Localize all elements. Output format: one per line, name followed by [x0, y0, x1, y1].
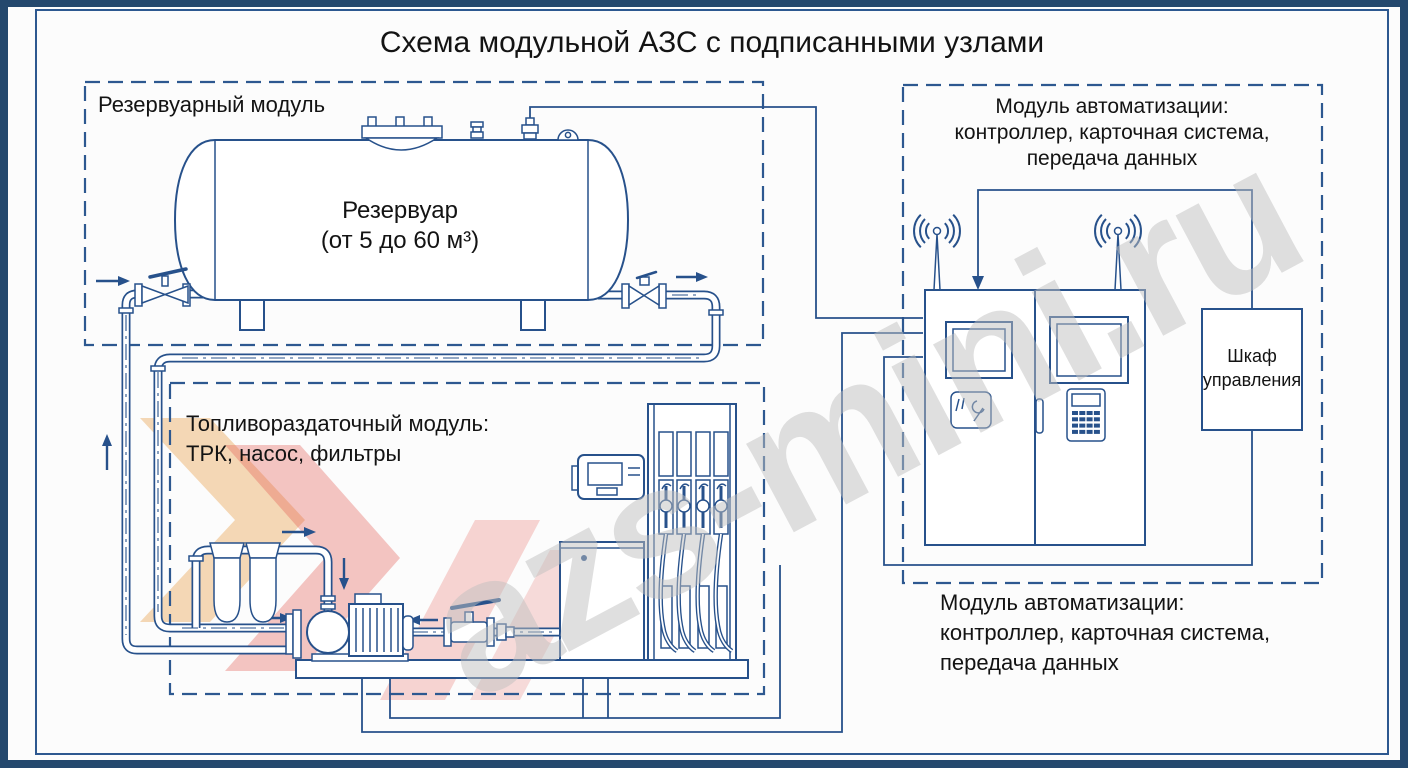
- fuel-module-label-line2: ТРК, насос, фильтры: [186, 441, 401, 466]
- tank-label-line1: Резервуар: [342, 197, 458, 224]
- lifting-lug-icon: [557, 129, 579, 141]
- nozzle-icon: [677, 483, 691, 528]
- dispenser-display-icon: [571, 454, 645, 500]
- cable-control-cabinet: [883, 356, 1253, 566]
- fuel-module-label-line1: Топливораздаточный модуль:: [186, 411, 489, 436]
- wifi-signal-icon: [913, 213, 961, 249]
- door-handle-icon: [1035, 398, 1044, 434]
- keypad-icon: [1066, 388, 1106, 442]
- control-cabinet-box: Шкаф управления: [1201, 308, 1303, 431]
- module-boxes: [83, 80, 1324, 696]
- tank-right-valve-icon: [621, 270, 667, 309]
- tank-label-line2: (от 5 до 60 м³): [321, 227, 479, 254]
- ball-valve-icon: [443, 598, 515, 647]
- flow-arrow-right-icon: [118, 276, 130, 286]
- automation-module-label-line3: передача данных: [1027, 147, 1198, 170]
- pipe-network: [118, 289, 724, 655]
- cable-fuel-module-outer: [361, 332, 923, 733]
- automation-cabinets: [913, 213, 1146, 546]
- down-arrow-icon: [972, 276, 984, 290]
- level-sensor-icon: [521, 117, 539, 140]
- flow-arrow-right-icon: [304, 527, 316, 537]
- fuel-dispenser-icon: [647, 403, 737, 661]
- control-cabinet-label-line2: управления: [1203, 370, 1301, 390]
- pump-icon: [285, 593, 414, 662]
- cable-fuel-module-inner: [389, 565, 781, 719]
- flow-arrow-down-icon: [339, 578, 349, 590]
- tank-leg: [520, 295, 546, 331]
- reservoir-module-box: [83, 80, 765, 347]
- wifi-signal-icon: [1094, 213, 1142, 249]
- automation-caption-line3: передача данных: [940, 650, 1119, 675]
- tank-left-valve-icon: [134, 267, 191, 307]
- cable-cabinet-link: [977, 189, 1253, 309]
- equipment-platform: [295, 659, 749, 679]
- cable-runs: [361, 106, 1253, 733]
- nozzle-bays: [658, 479, 729, 535]
- flow-arrow-right-icon: [696, 272, 708, 282]
- reservoir-module-label: Резервуарный модуль: [98, 92, 325, 117]
- dispenser-cabinet: [559, 541, 645, 661]
- tank: Резервуар (от 5 до 60 м³): [173, 116, 630, 331]
- tank-leg: [239, 295, 265, 331]
- nozzle-icon: [659, 483, 673, 528]
- watermark-slash-red-1: [380, 520, 540, 700]
- cable-tank-sensor: [529, 106, 923, 319]
- card-reader-icon: [950, 391, 992, 429]
- antenna-icon: [913, 213, 961, 291]
- fuel-filters-icon: [209, 542, 281, 623]
- antenna-icon: [1094, 213, 1142, 291]
- automation-module-label-line1: Модуль автоматизации:: [995, 95, 1228, 118]
- vent-fitting-icon: [470, 121, 484, 139]
- automation-module-box: [901, 83, 1324, 585]
- page-title: Схема модульной АЗС с подписанными узлам…: [380, 26, 1044, 59]
- inner-border: [35, 9, 1389, 755]
- control-cabinet-label-line1: Шкаф: [1227, 346, 1277, 366]
- fuel-module-box: [168, 381, 766, 696]
- automation-caption-line2: контроллер, карточная система,: [940, 620, 1270, 645]
- labels: Схема модульной АЗС с подписанными узлам…: [98, 26, 1270, 675]
- automation-module-label-line2: контроллер, карточная система,: [954, 121, 1269, 144]
- flow-arrow-up-icon: [102, 434, 112, 446]
- nozzle-icon: [714, 483, 728, 528]
- automation-caption-line1: Модуль автоматизации:: [940, 590, 1184, 615]
- flow-arrow-left-icon: [408, 615, 420, 625]
- hoses: [658, 533, 734, 653]
- manhole-icon: [361, 116, 443, 151]
- nozzle-icon: [696, 483, 710, 528]
